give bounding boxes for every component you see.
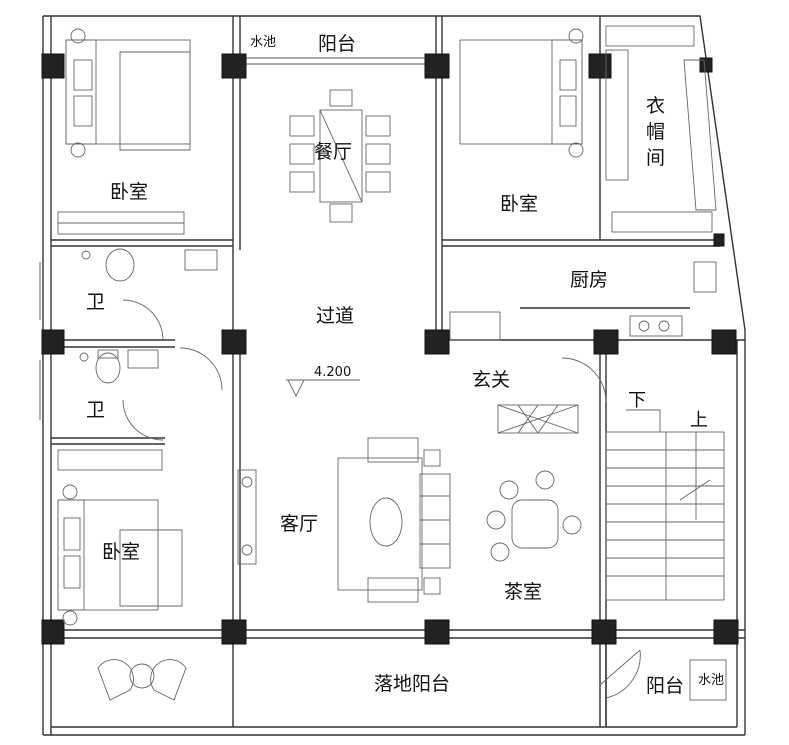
bath-2-label: 卫 bbox=[86, 399, 105, 421]
bed-nw bbox=[65, 28, 191, 158]
balcony-se-label: 阳台 bbox=[646, 675, 684, 697]
interior-walls bbox=[51, 16, 745, 727]
kitchen-fixtures bbox=[449, 261, 717, 341]
column bbox=[41, 53, 65, 79]
lounge-chairs bbox=[97, 659, 187, 701]
column bbox=[588, 53, 612, 79]
wardrobe-label-3: 间 bbox=[646, 147, 665, 169]
column bbox=[713, 233, 725, 247]
sink-top-label: 水池 bbox=[250, 35, 276, 50]
wardrobe-label-2: 帽 bbox=[646, 121, 665, 143]
staircase bbox=[605, 409, 725, 601]
wardrobe-closet bbox=[605, 25, 717, 233]
column bbox=[591, 619, 617, 645]
column bbox=[424, 619, 450, 645]
column bbox=[699, 57, 713, 73]
outer-walls bbox=[42, 15, 746, 736]
se-balcony-door bbox=[599, 649, 727, 701]
bed-ne bbox=[459, 28, 584, 158]
stair-down-label: 下 bbox=[628, 390, 646, 411]
kitchen-label: 厨房 bbox=[570, 269, 608, 291]
wardrobe-nw bbox=[57, 211, 185, 235]
column bbox=[41, 329, 65, 355]
column bbox=[593, 329, 619, 355]
balcony-top-label: 阳台 bbox=[318, 33, 356, 55]
columns bbox=[41, 53, 739, 645]
bed-sw bbox=[57, 449, 183, 626]
bath-1-label: 卫 bbox=[86, 291, 105, 313]
column bbox=[711, 329, 737, 355]
column bbox=[221, 329, 247, 355]
stair-up-label: 上 bbox=[690, 410, 708, 431]
bedroom-ne-label: 卧室 bbox=[500, 193, 538, 215]
shoe-cabinet bbox=[497, 357, 607, 434]
column bbox=[424, 329, 450, 355]
elevation-label: 4.200 bbox=[314, 365, 351, 380]
corridor-door bbox=[179, 347, 223, 391]
bath-fixtures bbox=[39, 248, 218, 441]
floor-balcony-label: 落地阳台 bbox=[374, 673, 450, 695]
column bbox=[221, 619, 247, 645]
foyer-label: 玄关 bbox=[472, 369, 510, 391]
dining-table bbox=[289, 89, 391, 223]
column bbox=[221, 53, 247, 79]
bedroom-nw-label: 卧室 bbox=[110, 181, 148, 203]
column bbox=[41, 619, 65, 645]
sink-se-label: 水池 bbox=[698, 673, 724, 688]
living-room-set bbox=[237, 437, 451, 603]
column bbox=[713, 619, 739, 645]
elevation-marker: 4.200 bbox=[286, 365, 360, 398]
dining-label: 餐厅 bbox=[314, 141, 352, 163]
wardrobe-label-1: 衣 bbox=[646, 95, 665, 117]
column bbox=[424, 53, 450, 79]
tea-room-set bbox=[486, 470, 582, 562]
bedroom-sw-label: 卧室 bbox=[102, 541, 140, 563]
corridor-label: 过道 bbox=[316, 305, 354, 327]
tea-room-label: 茶室 bbox=[504, 581, 542, 603]
living-label: 客厅 bbox=[280, 513, 318, 535]
